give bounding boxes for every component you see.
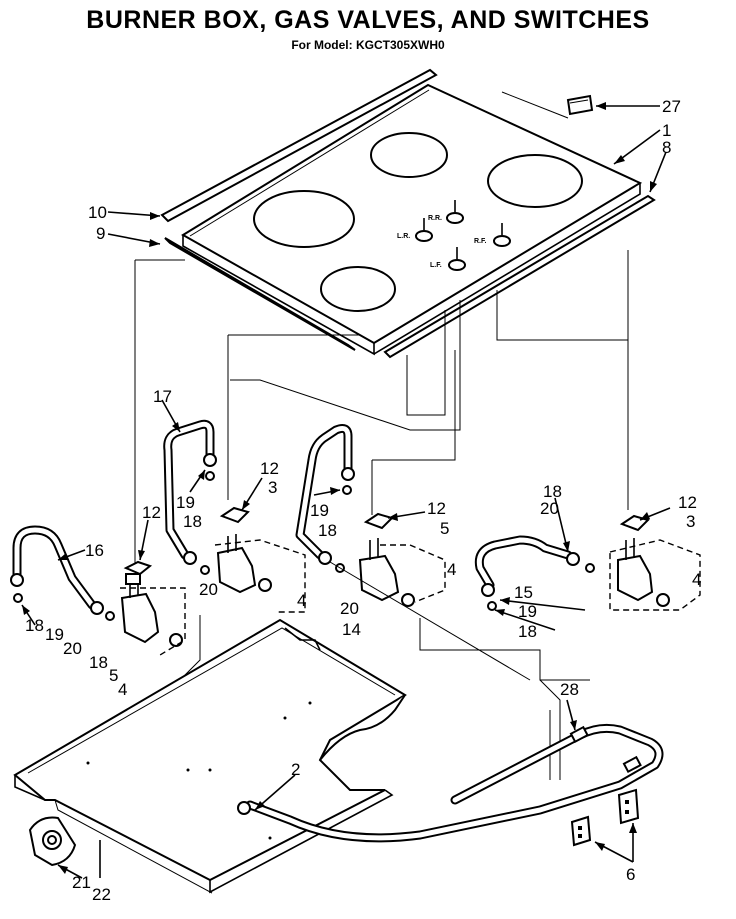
callout-numbers: 27 1 8 10 9 17 12 3 19 18 20 4 12 16 18 … bbox=[25, 97, 701, 904]
callout-20-d: 20 bbox=[540, 499, 559, 518]
manifold-pipe bbox=[245, 723, 664, 843]
switch-parts bbox=[570, 788, 640, 847]
callout-12-d: 12 bbox=[678, 493, 697, 512]
callout-20-b: 20 bbox=[63, 639, 82, 658]
callout-10: 10 bbox=[88, 203, 107, 222]
callout-18-f: 18 bbox=[518, 622, 537, 641]
callout-18-c: 18 bbox=[89, 653, 108, 672]
callout-3-b: 3 bbox=[686, 512, 695, 531]
callout-4-c: 4 bbox=[447, 560, 456, 579]
callout-20-a: 20 bbox=[199, 580, 218, 599]
callout-27: 27 bbox=[662, 97, 681, 116]
callout-12-b: 12 bbox=[142, 503, 161, 522]
cooktop-panel bbox=[181, 83, 643, 356]
callout-1: 1 bbox=[662, 121, 671, 140]
callout-17: 17 bbox=[153, 387, 172, 406]
callout-12-a: 12 bbox=[260, 459, 279, 478]
front-trim-strip bbox=[383, 194, 656, 359]
callout-5-b: 5 bbox=[440, 519, 449, 538]
callout-3-a: 3 bbox=[268, 478, 277, 497]
callout-18-d: 18 bbox=[318, 521, 337, 540]
clip-part-27 bbox=[566, 94, 594, 116]
orifice-fittings-17 bbox=[183, 453, 217, 575]
callout-9: 9 bbox=[96, 224, 105, 243]
callout-4-d: 4 bbox=[692, 570, 701, 589]
callout-19-d: 19 bbox=[518, 602, 537, 621]
burner-opening-right-rear bbox=[370, 132, 448, 178]
callout-5-a: 5 bbox=[109, 666, 118, 685]
callout-4-b: 4 bbox=[118, 680, 127, 699]
burner-tube-15 bbox=[474, 535, 573, 590]
gas-valve-right bbox=[617, 514, 670, 607]
gas-valve-left bbox=[120, 560, 183, 647]
orifice-fittings-left bbox=[10, 573, 115, 621]
orifice-fittings-14 bbox=[318, 467, 355, 573]
callout-18-e: 18 bbox=[543, 482, 562, 501]
gas-valve-14 bbox=[358, 512, 415, 607]
burner-box bbox=[13, 618, 407, 894]
burner-tube-14 bbox=[295, 424, 353, 560]
burner-opening-left-rear bbox=[253, 190, 355, 248]
callout-12-c: 12 bbox=[427, 499, 446, 518]
callout-21: 21 bbox=[72, 873, 91, 892]
callout-18-a: 18 bbox=[183, 512, 202, 531]
callout-19-a: 19 bbox=[176, 493, 195, 512]
control-shafts bbox=[415, 200, 511, 271]
callout-19-c: 19 bbox=[310, 501, 329, 520]
burner-tube-16 bbox=[12, 525, 97, 610]
callout-6: 6 bbox=[626, 865, 635, 884]
ignition-module-21 bbox=[28, 816, 77, 867]
label-lf: L.F. bbox=[430, 262, 442, 269]
assembly-guide-lines bbox=[134, 250, 629, 780]
rear-trim-strip bbox=[160, 68, 438, 223]
callout-22: 22 bbox=[92, 885, 111, 904]
burner-opening-left-front bbox=[320, 266, 396, 312]
callout-15: 15 bbox=[514, 583, 533, 602]
callout-8: 8 bbox=[662, 138, 671, 157]
label-rr: R.R. bbox=[428, 215, 442, 222]
gas-valve-17 bbox=[216, 506, 272, 594]
burner-tube-17 bbox=[163, 419, 215, 560]
callout-14: 14 bbox=[342, 620, 361, 639]
callout-19-b: 19 bbox=[45, 625, 64, 644]
leader-lines bbox=[21, 102, 671, 879]
left-trim-strip bbox=[164, 237, 356, 351]
orifice-fittings-15 bbox=[481, 552, 595, 611]
page-title: BURNER BOX, GAS VALVES, AND SWITCHES bbox=[86, 6, 650, 34]
burner-opening-right-front bbox=[487, 154, 583, 208]
model-subtitle: For Model: KGCT305XWH0 bbox=[291, 38, 445, 52]
callout-18-b: 18 bbox=[25, 616, 44, 635]
label-rf: R.F. bbox=[474, 238, 487, 245]
callout-20-c: 20 bbox=[340, 599, 359, 618]
callout-2: 2 bbox=[291, 760, 300, 779]
callout-4-a: 4 bbox=[297, 591, 306, 610]
callout-28: 28 bbox=[560, 680, 579, 699]
label-lr: L.R. bbox=[397, 233, 410, 240]
callout-16: 16 bbox=[85, 541, 104, 560]
